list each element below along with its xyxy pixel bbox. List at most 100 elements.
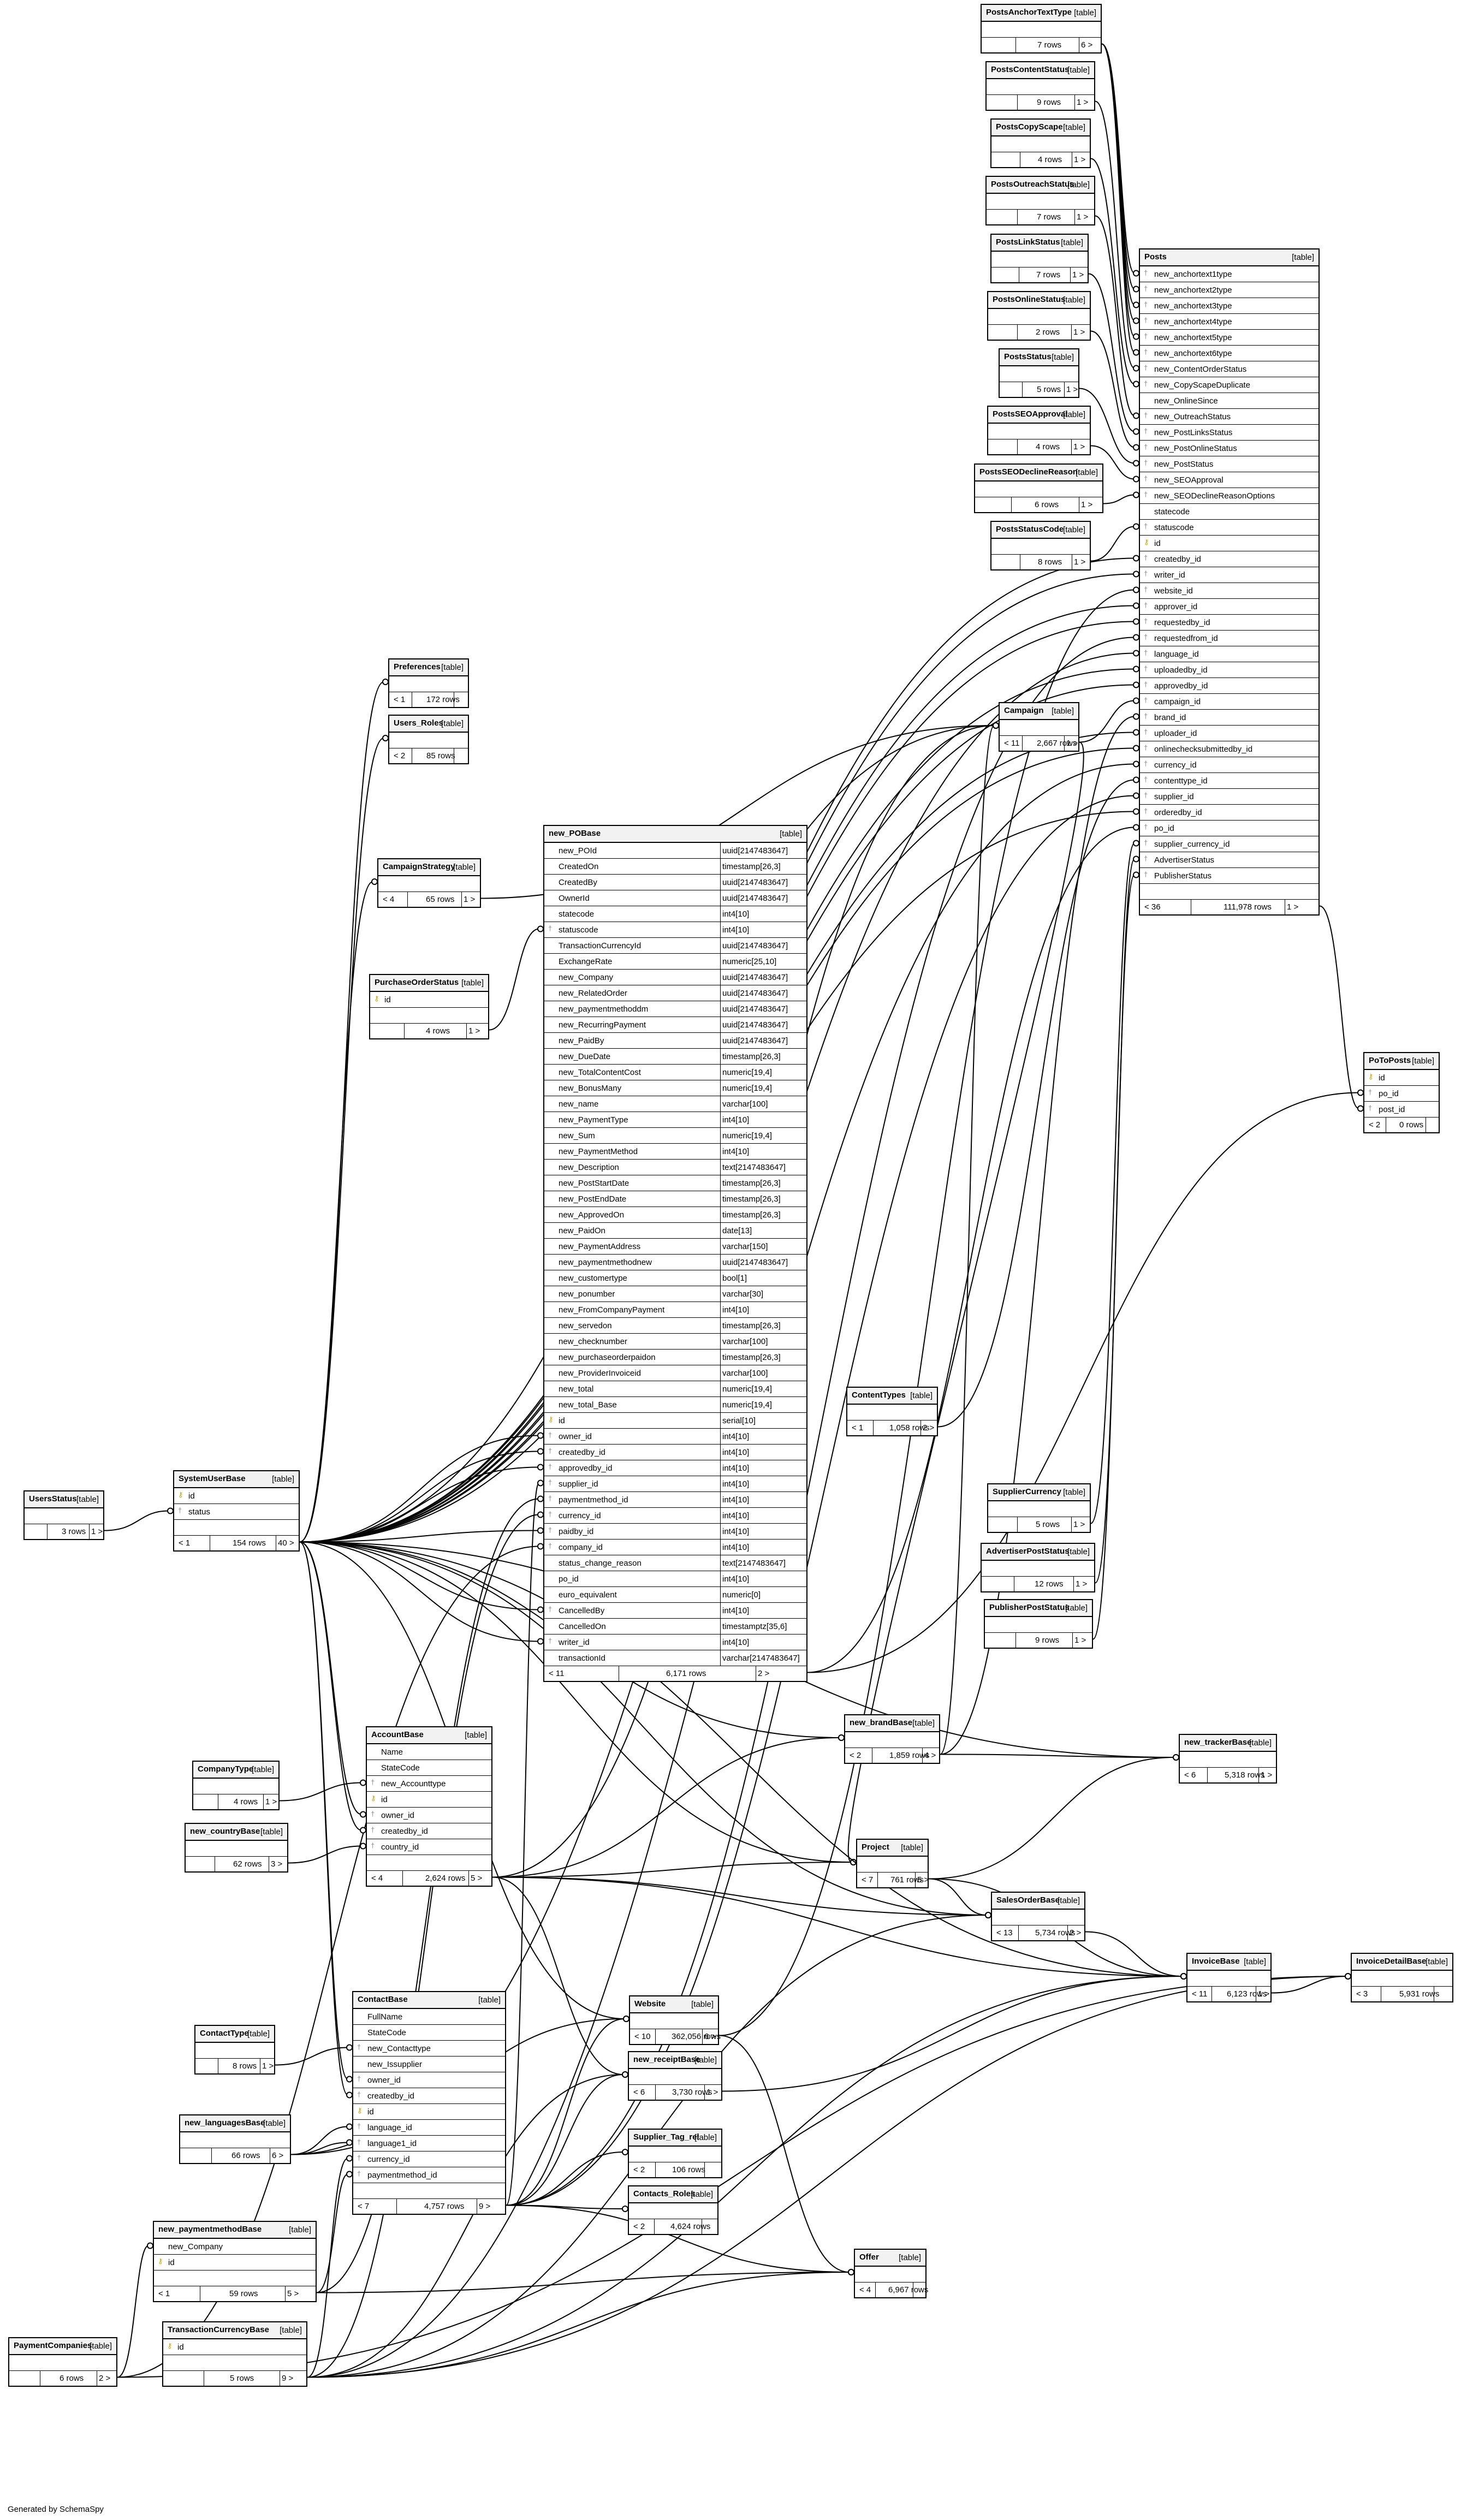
table-posts[interactable]: Posts[table]†new_anchortext1type†new_anc…: [1139, 248, 1320, 916]
column-row[interactable]: †new_PostStatus: [1140, 456, 1319, 472]
column-row[interactable]: †new_CopyScapeDuplicate: [1140, 377, 1319, 393]
column-row[interactable]: †new_anchortext6type: [1140, 346, 1319, 361]
column-row[interactable]: †owner_id: [353, 2072, 505, 2088]
column-row[interactable]: [1000, 720, 1078, 736]
column-row[interactable]: †new_Accounttype: [367, 1776, 491, 1792]
column-row[interactable]: †new_anchortext2type: [1140, 282, 1319, 298]
column-row[interactable]: [991, 252, 1088, 268]
column-row[interactable]: [988, 1501, 1090, 1517]
column-row[interactable]: [353, 2183, 505, 2199]
column-row[interactable]: †language1_id: [353, 2136, 505, 2151]
column-row[interactable]: Name: [367, 1744, 491, 1760]
column-row[interactable]: †new_ContentOrderStatus: [1140, 361, 1319, 377]
table-new-paymentmethodbase[interactable]: new_paymentmethodBase[table]new_Company⚷…: [153, 2221, 317, 2302]
column-row[interactable]: new_OnlineSince: [1140, 393, 1319, 409]
column-row[interactable]: [629, 2069, 721, 2085]
column-row[interactable]: †AdvertiserStatus: [1140, 852, 1319, 868]
column-row[interactable]: †writer_id: [1140, 567, 1319, 583]
column-row[interactable]: ⚷id: [163, 2339, 306, 2355]
column-row[interactable]: †paymentmethod_id: [353, 2167, 505, 2183]
column-row[interactable]: [1180, 1752, 1276, 1768]
column-row[interactable]: StateCode: [367, 1760, 491, 1776]
column-row[interactable]: ⚷id: [1364, 1070, 1439, 1086]
column-row[interactable]: statecode: [1140, 504, 1319, 520]
column-row[interactable]: ⚷id: [367, 1792, 491, 1808]
column-row[interactable]: †po_id: [1140, 821, 1319, 836]
column-row[interactable]: †country_id: [367, 1839, 491, 1855]
column-row[interactable]: [992, 1910, 1084, 1925]
column-row[interactable]: †po_id: [1364, 1086, 1439, 1102]
column-row[interactable]: †requestedby_id: [1140, 615, 1319, 631]
column-row[interactable]: †createdby_id: [353, 2088, 505, 2104]
column-row[interactable]: [9, 2355, 116, 2371]
column-row[interactable]: [845, 1732, 939, 1748]
column-row[interactable]: [985, 1617, 1092, 1633]
column-row[interactable]: [988, 309, 1090, 325]
column-row[interactable]: †language_id: [353, 2120, 505, 2136]
column-row[interactable]: †onlinechecksubmittedby_id: [1140, 741, 1319, 757]
column-row[interactable]: [857, 1857, 928, 1873]
column-row[interactable]: [389, 733, 468, 748]
column-row[interactable]: [991, 136, 1090, 152]
column-row[interactable]: †status: [174, 1504, 299, 1520]
column-row[interactable]: [988, 424, 1090, 439]
column-row[interactable]: †post_id: [1364, 1102, 1439, 1118]
column-row[interactable]: [991, 539, 1090, 555]
column-row[interactable]: [378, 876, 480, 892]
column-row[interactable]: ⚷id: [154, 2255, 316, 2271]
column-row[interactable]: †contenttype_id: [1140, 773, 1319, 789]
column-row[interactable]: †brand_id: [1140, 710, 1319, 726]
column-row[interactable]: new_Company: [154, 2239, 316, 2255]
column-row[interactable]: [389, 676, 468, 692]
column-row[interactable]: ⚷id: [1140, 536, 1319, 551]
column-row[interactable]: †orderedby_id: [1140, 805, 1319, 821]
column-row[interactable]: †new_PostLinksStatus: [1140, 425, 1319, 441]
column-row[interactable]: †new_SEODeclineReasonOptions: [1140, 488, 1319, 504]
column-row[interactable]: †approvedby_id: [1140, 678, 1319, 694]
column-row[interactable]: ⚷id: [353, 2104, 505, 2120]
column-row[interactable]: [982, 1561, 1094, 1577]
column-row[interactable]: [193, 1779, 278, 1794]
column-row[interactable]: [370, 1008, 488, 1024]
